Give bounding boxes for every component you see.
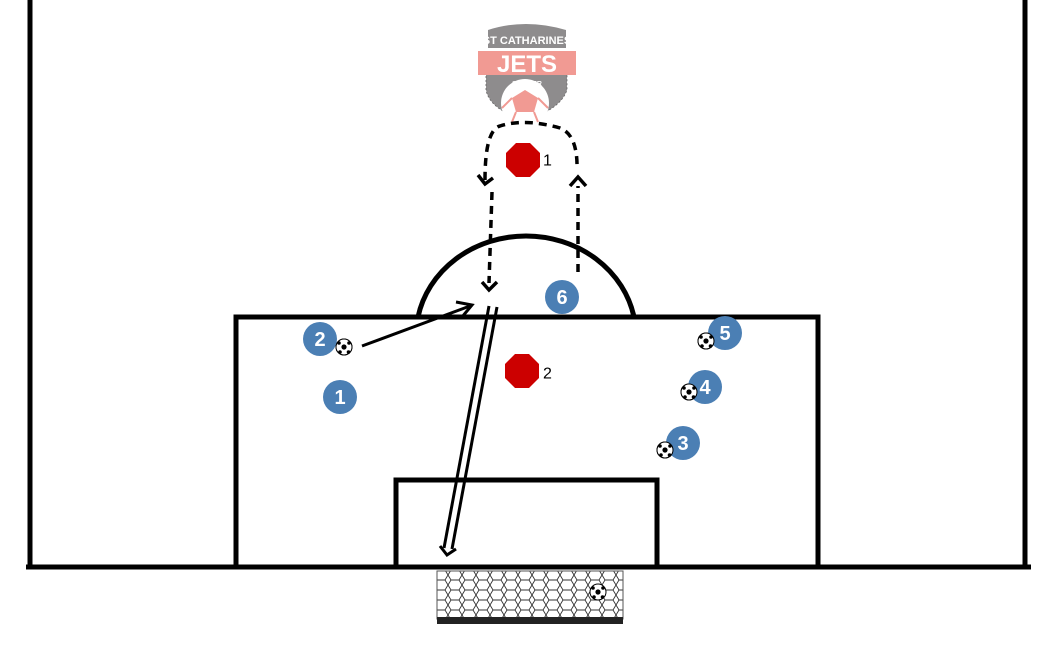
- logo-sub-text: SOCCER: [512, 81, 542, 88]
- soccer-ball-icon: [589, 583, 607, 601]
- svg-text:2: 2: [314, 329, 325, 351]
- soccer-ball-icon: [656, 441, 674, 459]
- svg-text:1: 1: [334, 387, 345, 409]
- player-1: 1: [323, 380, 357, 414]
- dashed-run-paths: [483, 120, 580, 284]
- player-2: 2: [303, 322, 337, 356]
- logo-top-text: ST CATHARINES: [483, 35, 571, 47]
- svg-text:2: 2: [543, 366, 552, 383]
- svg-text:4: 4: [699, 377, 711, 399]
- arrowhead-icon: [476, 173, 495, 187]
- logo-main-text: JETS: [497, 51, 557, 78]
- svg-text:5: 5: [719, 323, 730, 345]
- pass-arrow: [361, 300, 475, 348]
- field-lines: [26, 0, 1031, 570]
- run-down: [487, 191, 494, 284]
- arrowheads: [476, 173, 588, 293]
- run-loop: [483, 120, 579, 181]
- soccer-ball-icon: [680, 383, 698, 401]
- shot-arrow: [438, 305, 499, 558]
- arrowhead-icon: [568, 174, 588, 188]
- soccer-ball-icon: [335, 338, 353, 356]
- penalty-arc: [415, 233, 637, 318]
- soccer-ball-icon: [697, 332, 715, 350]
- goal-box: [393, 477, 660, 570]
- player-5: 5: [708, 316, 742, 350]
- svg-text:6: 6: [556, 287, 567, 309]
- player-6: 6: [545, 280, 579, 314]
- club-logo: ST CATHARINES JETS SOCCER: [478, 24, 576, 127]
- arrowhead-icon: [480, 280, 499, 293]
- svg-text:1: 1: [543, 153, 552, 170]
- cone-1: 1: [506, 143, 552, 177]
- cone-2: 2: [505, 354, 552, 388]
- svg-text:3: 3: [677, 433, 688, 455]
- player-3: 3: [666, 426, 700, 460]
